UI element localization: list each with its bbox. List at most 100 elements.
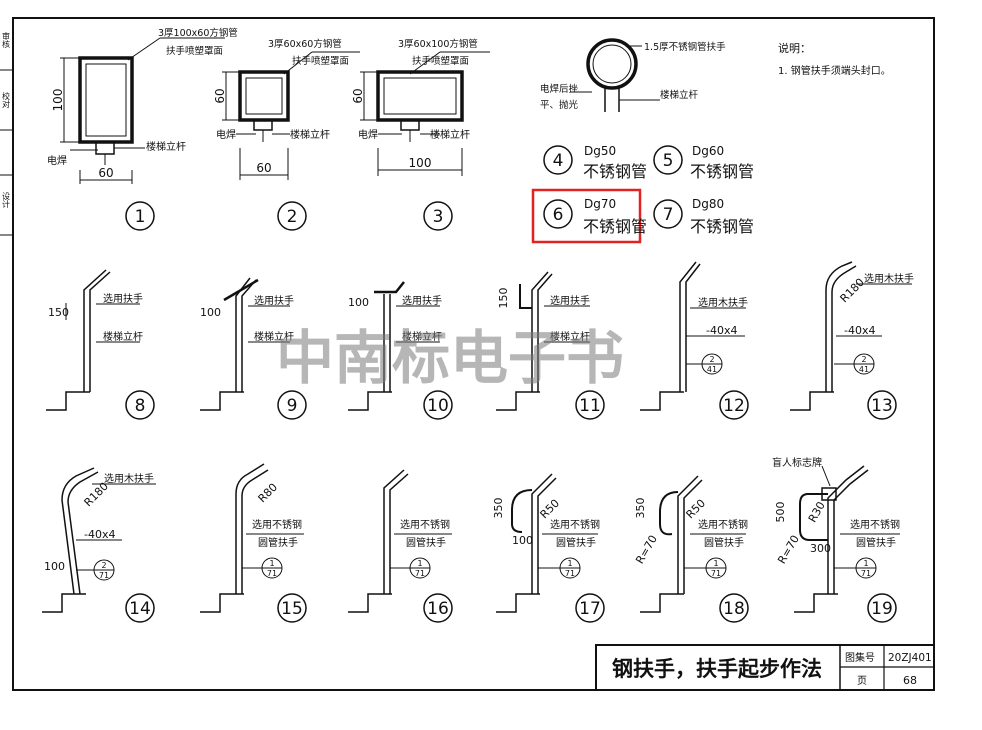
pipe-post: 楼梯立杆 [660,89,699,101]
d13-l1: 选用木扶手 [864,272,914,285]
watermark: 中南标电子书 [276,324,624,392]
d11-dim: 150 [497,288,510,309]
s1-width: 60 [98,166,113,180]
detail-15: R80 选用不锈钢 圆管扶手 1 71 15 [200,463,307,623]
detail-number-11: 11 [579,396,601,416]
pipe-option-6-material: 不锈钢管 [583,217,647,236]
d11-l2: 楼梯立杆 [550,330,590,343]
d12-l1: 选用木扶手 [698,296,748,309]
atlas-value: 20ZJ401 [888,652,932,664]
pipe-weld-note-1: 电焊后挫 [540,83,579,95]
d9-dim: 100 [200,306,221,319]
pipe-option-7: 7 Dg80 不锈钢管 [653,197,754,236]
d14-l1: 选用木扶手 [104,472,154,485]
d15-radius: R80 [256,481,280,505]
d8-l1: 选用扶手 [103,292,143,305]
detail-11: 150 选用扶手 楼梯立杆 11 [496,271,605,420]
detail-number-1: 1 [135,207,146,227]
d10-l1: 选用扶手 [402,294,442,307]
side-label-review: 审核 [2,31,11,49]
s2-note: 扶手喷塑罩面 [292,55,349,67]
detail-number-18: 18 [723,599,745,619]
detail-9: 100 选用扶手 楼梯立杆 9 [200,277,307,420]
section-2-square-tube: 3厚60x60方钢管 扶手喷塑罩面 60 60 电焊 楼梯立杆 2 [213,38,360,231]
s2-width: 60 [256,161,271,175]
d15-l2: 圆管扶手 [258,536,298,549]
side-label-design: 设计 [2,191,11,209]
d16-l2: 圆管扶手 [406,536,446,549]
pipe-option-6-size: Dg70 [584,197,616,211]
d18-ref-bot: 71 [711,569,721,578]
detail-12: 选用木扶手 -40x4 2 41 12 [640,261,749,420]
d9-l2: 楼梯立杆 [254,330,294,343]
s3-post: 楼梯立杆 [430,128,470,141]
d17-dim-h: 100 [512,534,533,547]
highlight-box [531,188,642,244]
d9-l1: 选用扶手 [254,294,294,307]
detail-number-8: 8 [135,396,146,416]
detail-19: 盲人标志牌 500 R30 R=70 300 选用不锈钢 圆管扶手 1 71 1… [772,456,900,623]
pipe-option-4-size: Dg50 [584,144,616,158]
detail-marker-1 [125,201,155,231]
page-value: 68 [903,674,917,687]
detail-number-10: 10 [427,396,449,416]
pipe-option-6-num: 6 [553,205,564,225]
pipe-option-7-material: 不锈钢管 [690,217,754,236]
pipe-option-4-num: 4 [553,151,564,171]
detail-number-15: 15 [281,599,303,619]
d14-ref-top: 2 [101,561,106,570]
d13-radius: R180 [838,276,867,305]
d12-ref-top: 2 [709,355,714,364]
pipe-option-5-num: 5 [663,151,674,171]
d19-dim-v: 500 [774,502,787,523]
pipe-spec: 1.5厚不锈钢管扶手 [644,41,726,53]
section-round-pipe: 1.5厚不锈钢管扶手 电焊后挫 平、抛光 楼梯立杆 [540,38,726,112]
pipe-option-6: 6 Dg70 不锈钢管 [531,188,647,244]
notes-title: 说明： [778,41,811,55]
d17-l2: 圆管扶手 [556,536,596,549]
pipe-option-7-size: Dg80 [692,197,724,211]
d18-l2: 圆管扶手 [704,536,744,549]
s1-spec: 3厚100x60方钢管 [158,27,238,39]
d19-l1: 选用不锈钢 [850,518,900,531]
d11-l1: 选用扶手 [550,294,590,307]
d15-ref-bot: 71 [267,569,277,578]
s3-width: 100 [409,156,432,170]
detail-number-13: 13 [871,396,893,416]
d13-flat: -40x4 [844,324,875,337]
section-3-rect-tube: 3厚60x100方钢管 扶手喷塑罩面 60 100 电焊 楼梯立杆 3 [351,38,490,231]
drawing-title: 钢扶手，扶手起步作法 [612,657,822,681]
detail-number-16: 16 [427,599,449,619]
d18-radius2: R=70 [633,533,660,566]
d8-l2: 楼梯立杆 [103,330,143,343]
d19-dim-h: 300 [810,542,831,555]
d16-l1: 选用不锈钢 [400,518,450,531]
d13-ref-top: 2 [861,355,866,364]
detail-10: 100 选用扶手 楼梯立杆 10 [348,281,453,420]
d12-flat: -40x4 [706,324,737,337]
d15-l1: 选用不锈钢 [252,518,302,531]
pipe-option-4-material: 不锈钢管 [583,162,647,181]
notes-item: 1. 钢管扶手须端头封口。 [778,64,891,77]
d17-ref-top: 1 [567,559,572,568]
d10-dim: 100 [348,296,369,309]
d8-dim: 150 [48,306,69,319]
detail-13: 选用木扶手 R180 -40x4 2 41 13 [790,261,914,420]
d19-radius2: R=70 [775,533,802,566]
d19-ref-bot: 71 [861,569,871,578]
detail-number-9: 9 [287,396,298,416]
d18-l1: 选用不锈钢 [698,518,748,531]
detail-number-3: 3 [433,207,444,227]
pipe-option-4: 4 Dg50 不锈钢管 [543,144,647,181]
s3-height: 60 [351,88,365,103]
detail-number-2: 2 [287,207,298,227]
d19-l2: 圆管扶手 [856,536,896,549]
d18-ref-top: 1 [713,559,718,568]
s2-post: 楼梯立杆 [290,128,330,141]
d12-ref-bot: 41 [707,365,717,374]
d17-radius: R50 [538,497,562,521]
d18-dim-v: 350 [634,498,647,519]
detail-17: 350 R50 100 选用不锈钢 圆管扶手 1 71 17 [492,473,605,623]
d19-radius: R30 [806,499,828,524]
